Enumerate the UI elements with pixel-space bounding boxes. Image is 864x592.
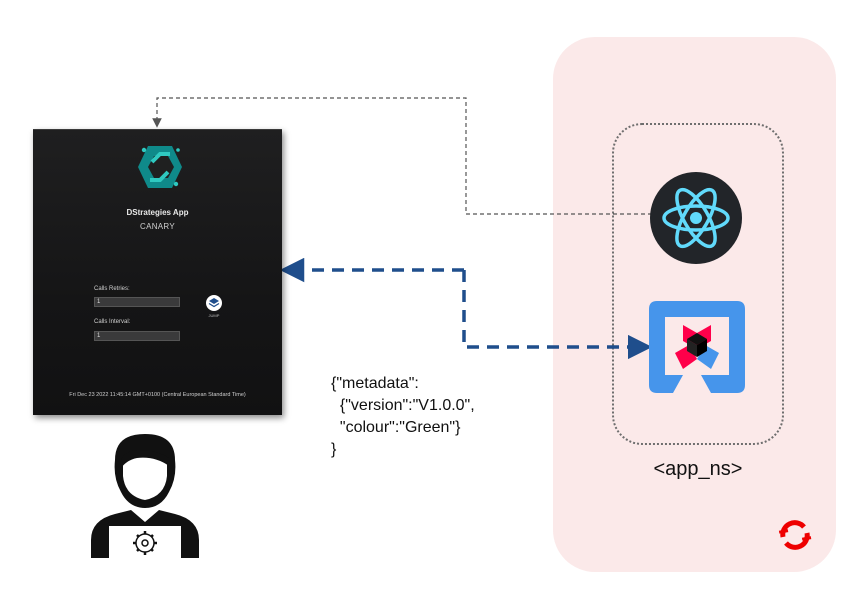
calls-interval-input[interactable]: 1	[94, 331, 180, 341]
quarkus-icon	[649, 301, 745, 393]
jump-label: JUMP	[208, 313, 220, 318]
react-to-app-connector	[152, 97, 652, 215]
app-subtitle: CANARY	[140, 222, 175, 231]
namespace-label: <app_ns>	[653, 458, 743, 480]
react-icon	[650, 172, 742, 264]
user-developer-icon	[91, 434, 199, 558]
jump-icon	[206, 295, 222, 311]
dstrategies-logo-icon	[138, 146, 182, 188]
jump-button[interactable]: JUMP	[203, 295, 225, 321]
calls-retries-label: Calls Retries:	[94, 286, 130, 292]
payload-line: {"version":"V1.0.0",	[331, 397, 475, 414]
app-window: DStrategies App CANARY Calls Retries: 1 …	[33, 129, 282, 415]
payload-line: }	[331, 441, 337, 458]
app-title: DStrategies App	[126, 208, 189, 217]
calls-retries-input[interactable]: 1	[94, 297, 180, 307]
app-to-backend-request	[462, 270, 653, 360]
openshift-icon	[778, 520, 812, 550]
calls-interval-label: Calls Interval:	[94, 319, 131, 325]
app-timestamp: Fri Dec 23 2022 11:45:14 GMT+0100 (Centr…	[69, 392, 246, 398]
payload-line: "colour":"Green"}	[331, 419, 461, 436]
payload-line: {"metadata":	[331, 375, 419, 392]
pod-boundary	[612, 123, 784, 445]
payload-json: {"metadata": {"version":"V1.0.0", "colou…	[331, 373, 475, 461]
